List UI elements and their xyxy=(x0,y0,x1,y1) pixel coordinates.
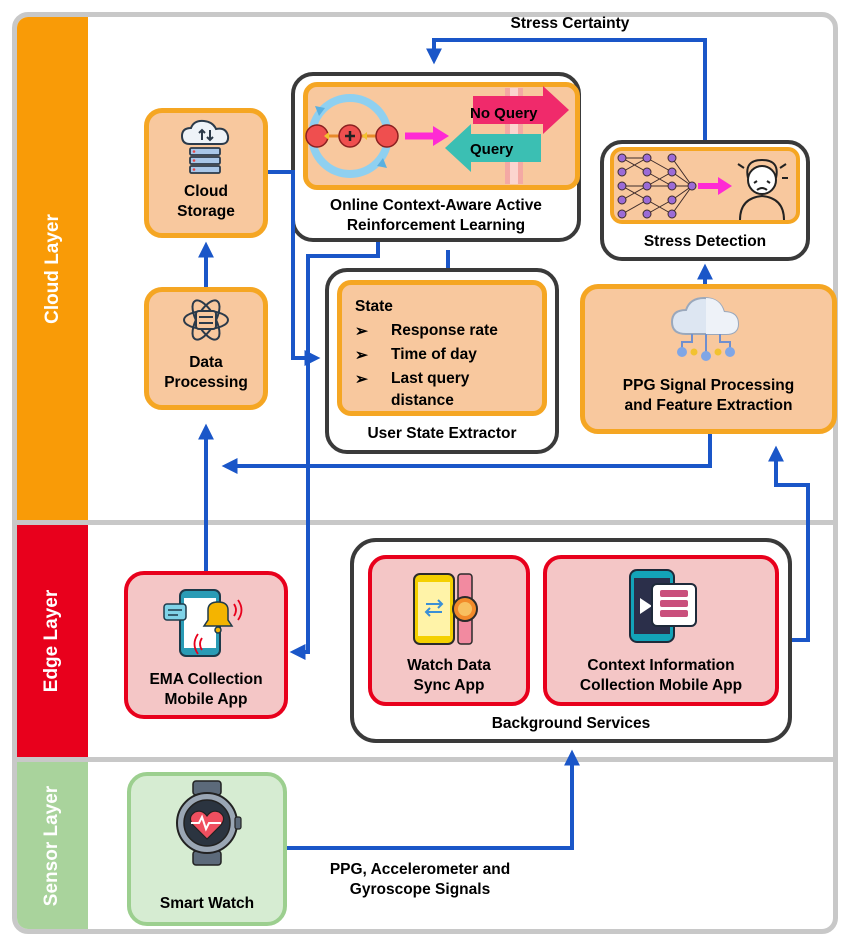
edge-sensor-divider xyxy=(12,757,838,762)
cloud-network-icon xyxy=(670,296,740,361)
phone-watch-sync-icon xyxy=(413,573,478,645)
state-item-distance: distance xyxy=(391,392,454,409)
stress-detection-illustration xyxy=(617,153,788,221)
smart-watch-label: Smart Watch xyxy=(159,895,255,912)
sensor-layer-band: Sensor Layer xyxy=(17,762,88,929)
state-bullet: ➢ xyxy=(355,371,368,388)
cloud-server-icon xyxy=(180,119,230,174)
data-processing-icon xyxy=(183,299,229,341)
stress-detection-label: Stress Detection xyxy=(643,233,767,250)
edge-layer-band: Edge Layer xyxy=(17,525,88,757)
cloud-layer-label: Cloud Layer xyxy=(41,213,63,324)
state-item-time-of-day: Time of day xyxy=(391,346,477,363)
background-services-label: Background Services xyxy=(491,715,651,732)
phone-database-icon xyxy=(629,569,697,643)
data-processing-node xyxy=(144,287,268,410)
edge-layer-label: Edge Layer xyxy=(41,589,63,693)
smartwatch-heart-icon xyxy=(176,780,242,866)
neural-network-icon xyxy=(621,157,693,215)
user-state-extractor-label: User State Extractor xyxy=(367,425,517,442)
stressed-person-icon xyxy=(737,158,788,221)
cloud-edge-divider xyxy=(12,520,838,525)
rl-cycle-illustration xyxy=(305,86,569,184)
sensor-layer-label: Sensor Layer xyxy=(41,785,63,906)
phone-notification-icon xyxy=(163,589,243,657)
state-item-last-query: Last query xyxy=(391,370,470,387)
state-bullet: ➢ xyxy=(355,347,368,364)
state-title: State xyxy=(355,298,393,315)
stress-certainty-label: Stress Certainty xyxy=(510,15,630,32)
diagram-frame xyxy=(12,12,838,934)
state-bullet: ➢ xyxy=(355,323,368,340)
state-item-response-rate: Response rate xyxy=(391,322,498,339)
query-label: Query xyxy=(470,141,514,158)
cloud-layer-band: Cloud Layer xyxy=(17,17,88,520)
no-query-label: No Query xyxy=(470,105,538,122)
